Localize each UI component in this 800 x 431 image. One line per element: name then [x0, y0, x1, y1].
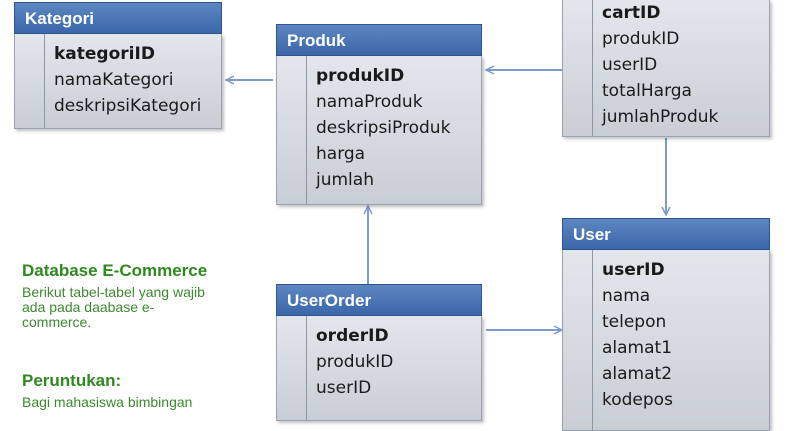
field-cart-userID: userID — [602, 55, 658, 75]
field-cart-produkID: produkID — [602, 29, 680, 49]
field-deskripsiProduk: deskripsiProduk — [316, 118, 451, 138]
note-peruntukan-title: Peruntukan: — [22, 371, 122, 390]
table-userorder: UserOrder orderID produkID userID — [276, 284, 482, 421]
table-userorder-body: orderID produkID userID — [276, 316, 482, 421]
field-namaProduk: namaProduk — [316, 92, 423, 112]
field-harga: harga — [316, 144, 366, 164]
table-userorder-header: UserOrder — [276, 284, 482, 316]
table-user: User userID nama telepon alamat1 alamat2… — [562, 218, 770, 431]
field-kategoriID: kategoriID — [54, 44, 155, 64]
note-peruntukan: Peruntukan: Bagi mahasiswa bimbingan — [22, 371, 222, 410]
table-produk-body: produkID namaProduk deskripsiProduk harg… — [276, 56, 482, 205]
field-alamat1: alamat1 — [602, 338, 673, 358]
note-database-title: Database E-Commerce — [22, 261, 208, 280]
field-jumlah: jumlah — [316, 170, 374, 190]
table-kategori-body: kategoriID namaKategori deskripsiKategor… — [14, 34, 222, 129]
table-user-body: userID nama telepon alamat1 alamat2 kode… — [562, 250, 770, 431]
note-database-text: Berikut tabel-tabel yang wajib ada pada … — [22, 284, 205, 330]
field-produkID: produkID — [316, 66, 405, 86]
note-peruntukan-text: Bagi mahasiswa bimbingan — [22, 394, 193, 410]
field-userorder-produkID: produkID — [316, 352, 394, 372]
field-deskripsiKategori: deskripsiKategori — [54, 96, 202, 116]
field-jumlahProduk: jumlahProduk — [602, 107, 719, 127]
field-kodepos: kodepos — [602, 390, 673, 410]
field-userID: userID — [602, 260, 665, 280]
table-kategori: Kategori kategoriID namaKategori deskrip… — [14, 2, 222, 129]
table-cart-body: cartID produkID userID totalHarga jumlah… — [562, 0, 770, 137]
field-cartID: cartID — [602, 3, 661, 23]
note-database: Database E-Commerce Berikut tabel-tabel … — [22, 261, 212, 330]
table-produk-header: Produk — [276, 24, 482, 56]
field-orderID: orderID — [316, 326, 389, 346]
field-namaKategori: namaKategori — [54, 70, 174, 90]
field-alamat2: alamat2 — [602, 364, 673, 384]
field-nama: nama — [602, 286, 651, 306]
relationship-arrows — [0, 0, 800, 420]
table-user-header: User — [562, 218, 770, 250]
field-telepon: telepon — [602, 312, 667, 332]
field-totalHarga: totalHarga — [602, 81, 692, 101]
table-kategori-header: Kategori — [14, 2, 222, 34]
table-produk: Produk produkID namaProduk deskripsiProd… — [276, 24, 482, 205]
field-userorder-userID: userID — [316, 378, 372, 398]
